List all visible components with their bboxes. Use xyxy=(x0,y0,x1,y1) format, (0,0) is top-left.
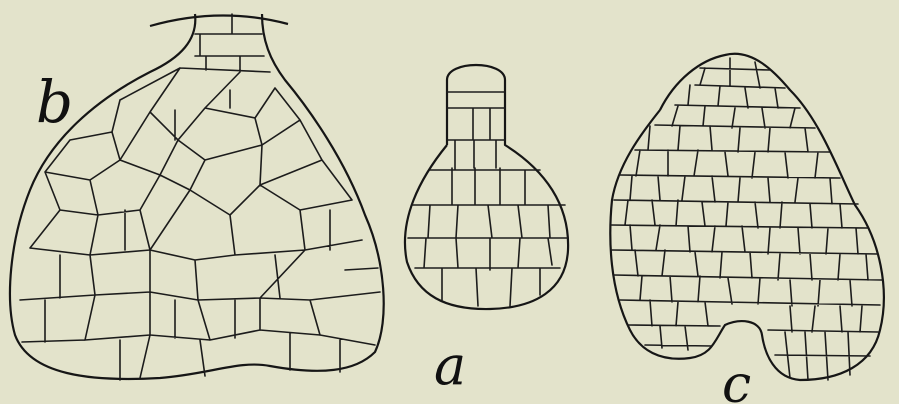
figure-b: b xyxy=(10,14,384,380)
figure-a-cell-walls xyxy=(408,92,568,306)
figure-a-outline xyxy=(405,65,568,309)
figure-c: c xyxy=(610,54,884,404)
figure-a-label: a xyxy=(434,334,466,397)
suspensor-arc xyxy=(150,15,288,26)
figure-b-label: b xyxy=(36,68,73,136)
figure-b-cell-walls xyxy=(20,14,380,380)
figure-a: a xyxy=(405,65,568,397)
figure-c-label: c xyxy=(722,355,751,404)
figure-c-cell-walls xyxy=(611,58,882,380)
